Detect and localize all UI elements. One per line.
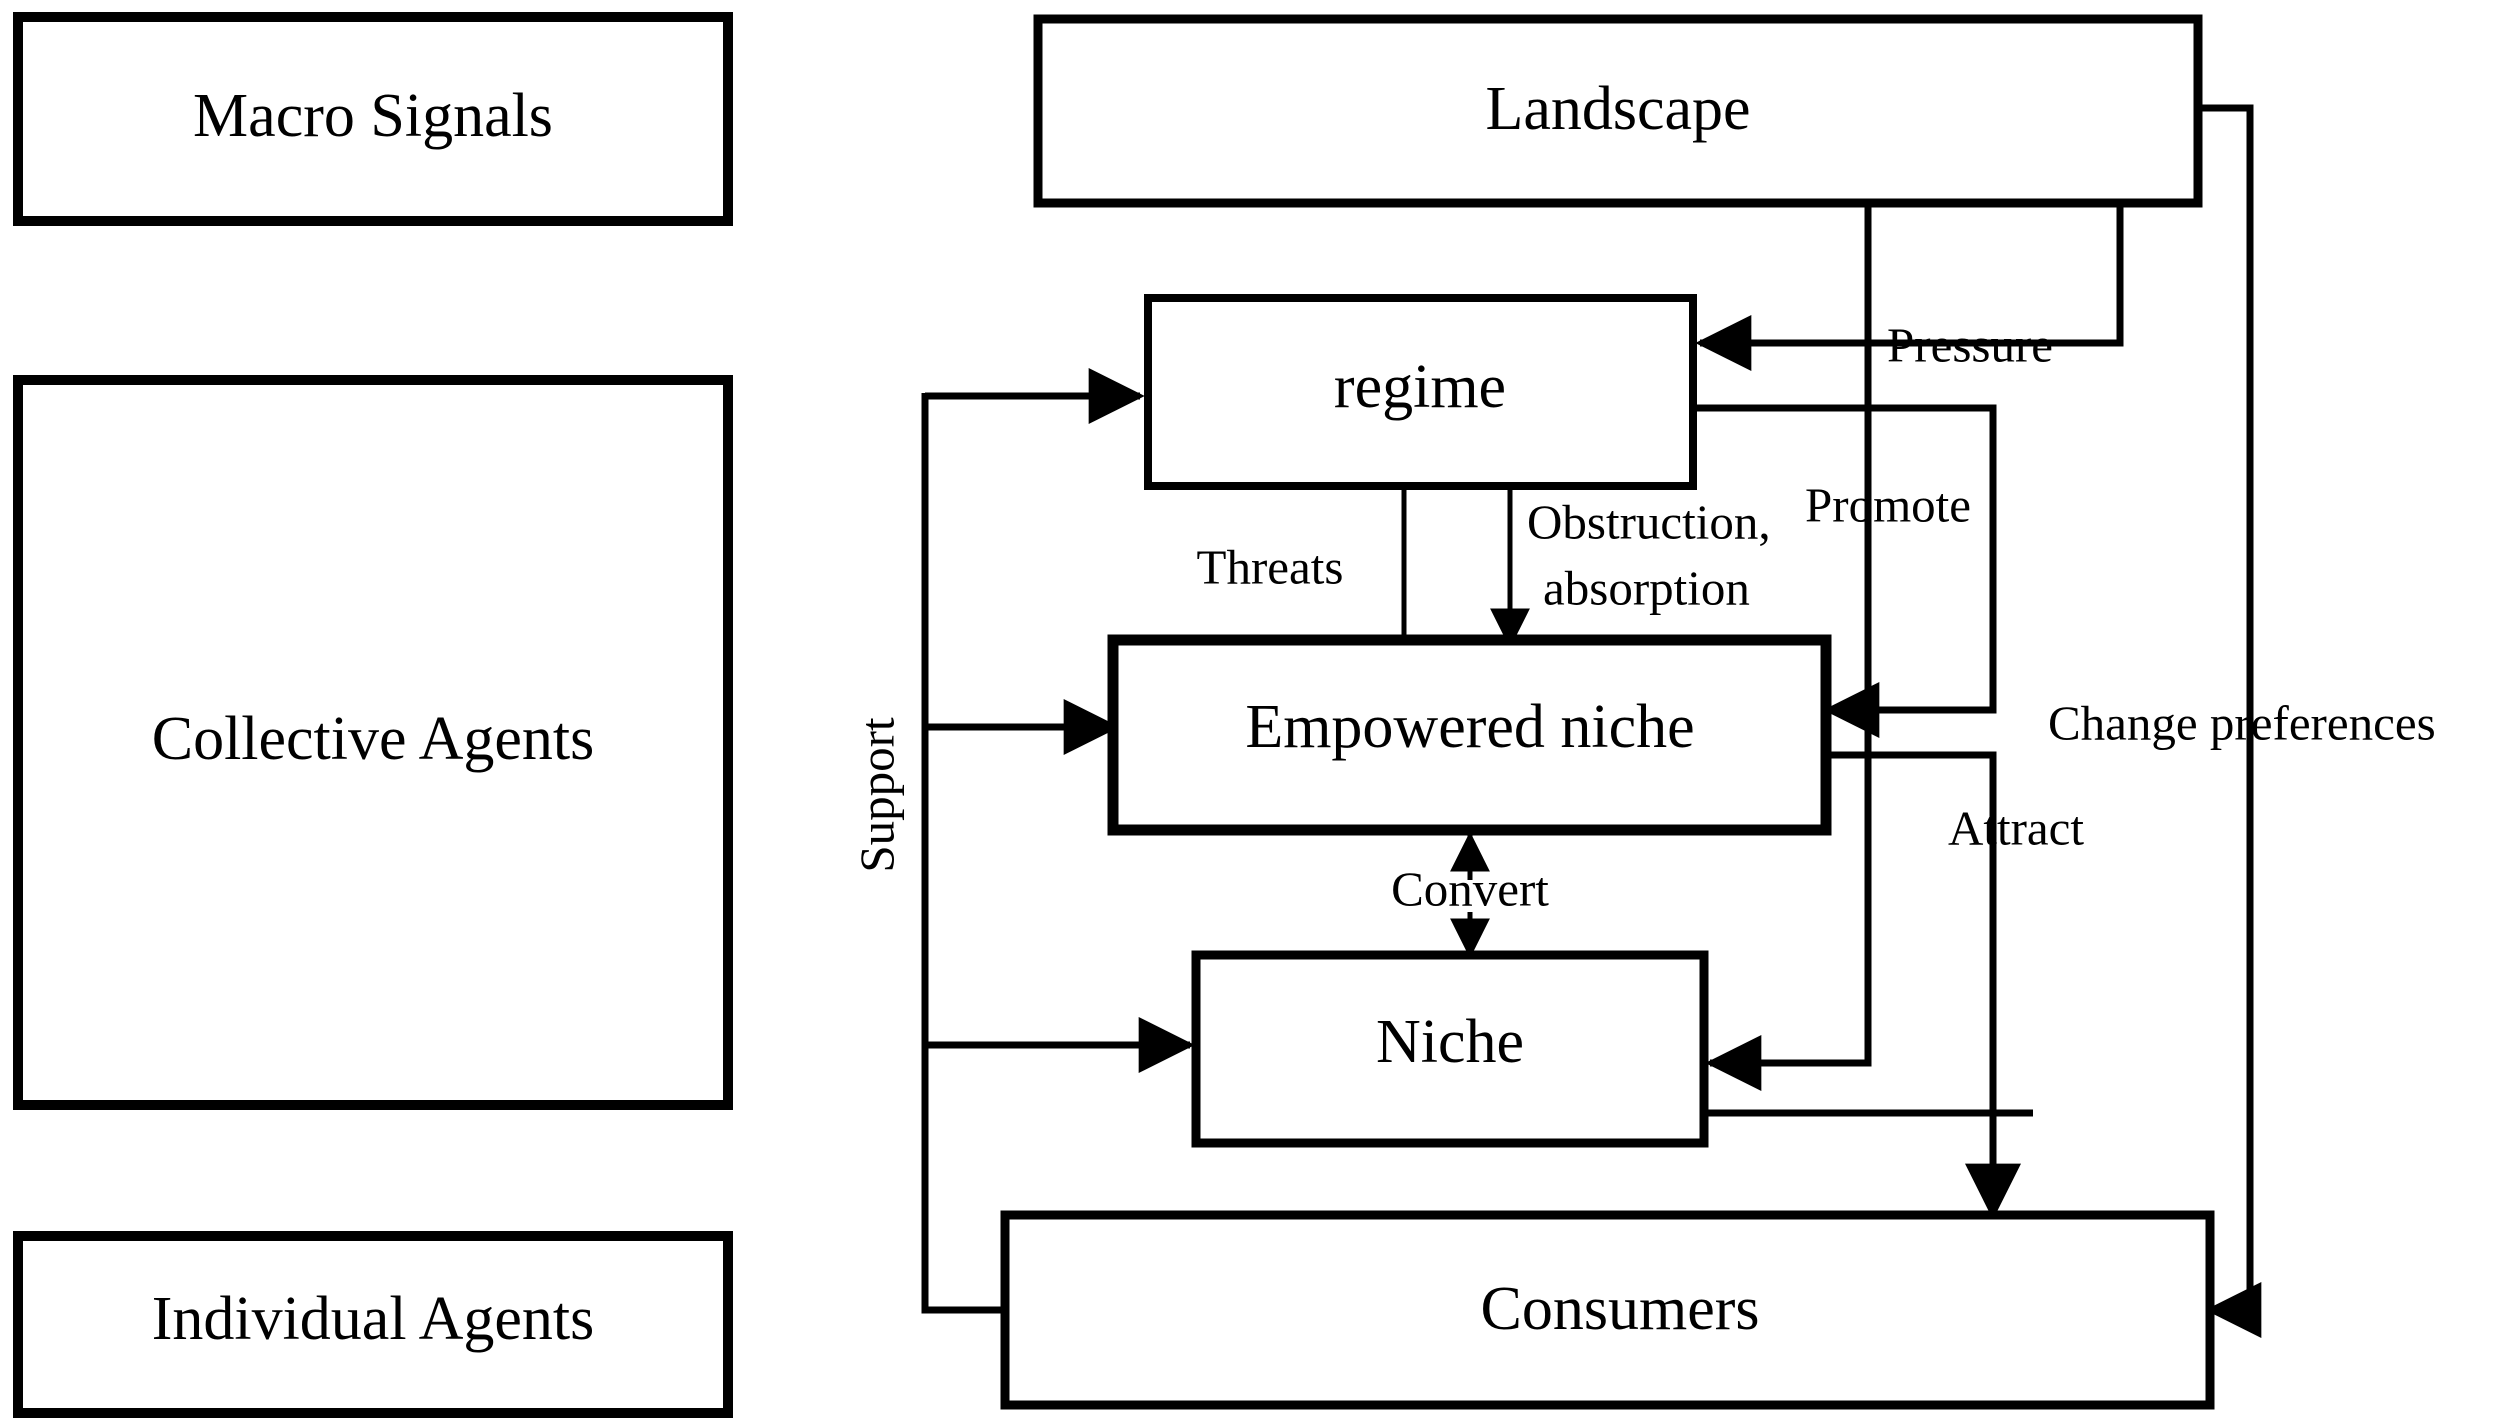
- box-landscape-label: Landscape: [1485, 75, 1750, 143]
- edge-promote-landscape-to-niche: [1705, 203, 1872, 1091]
- edge-label-absorption: absorption: [1543, 560, 1750, 615]
- box-macro-signals[interactable]: Macro Signals: [13, 12, 733, 226]
- edge-label-threats: Threats: [1197, 539, 1344, 594]
- box-regime[interactable]: regime: [1144, 294, 1697, 490]
- box-collective-agents-label: Collective Agents: [152, 705, 595, 773]
- box-individual-agents[interactable]: Individual Agents: [13, 1231, 733, 1418]
- edge-label-support: Support: [849, 717, 904, 873]
- edge-attract-empowered-niche-to-consumers: [1822, 751, 2021, 1220]
- edge-label-obstruction: Obstruction,: [1527, 494, 1771, 549]
- box-regime-label: regime: [1334, 353, 1506, 421]
- edge-pressure-landscape-to-regime: [1695, 203, 2124, 371]
- box-collective-agents[interactable]: Collective Agents: [13, 375, 733, 1110]
- box-niche[interactable]: Niche: [1191, 950, 1709, 1148]
- box-consumers[interactable]: Consumers: [1000, 1210, 2215, 1410]
- edge-labels-group: Pressure Threats Obstruction, absorption…: [849, 317, 2435, 916]
- edge-support-trunk: [921, 393, 1005, 1314]
- box-empowered-niche[interactable]: Empowered niche: [1107, 634, 1832, 836]
- box-macro-signals-label: Macro Signals: [193, 82, 553, 150]
- box-consumers-label: Consumers: [1481, 1275, 1760, 1343]
- box-landscape[interactable]: Landscape: [1033, 14, 2203, 208]
- left-column-group: Macro Signals Collective Agents Individu…: [13, 12, 733, 1418]
- connectors-group: [921, 104, 2262, 1338]
- box-individual-agents-label: Individual Agents: [152, 1285, 595, 1353]
- right-column-group: Landscape regime Empowered niche Niche C…: [1000, 14, 2215, 1410]
- edge-label-pressure: Pressure: [1887, 317, 2053, 372]
- box-niche-label: Niche: [1376, 1008, 1524, 1076]
- box-empowered-niche-label: Empowered niche: [1245, 693, 1694, 761]
- edge-label-promote: Promote: [1805, 477, 1971, 532]
- edge-label-convert: Convert: [1391, 861, 1549, 916]
- edge-label-attract: Attract: [1948, 800, 2084, 855]
- edge-label-change-preferences: Change preferences: [2048, 695, 2436, 750]
- edge-change-preferences-landscape-to-consumers: [2198, 104, 2262, 1338]
- edge-regime-to-empowered-niche-right: [1692, 404, 1997, 738]
